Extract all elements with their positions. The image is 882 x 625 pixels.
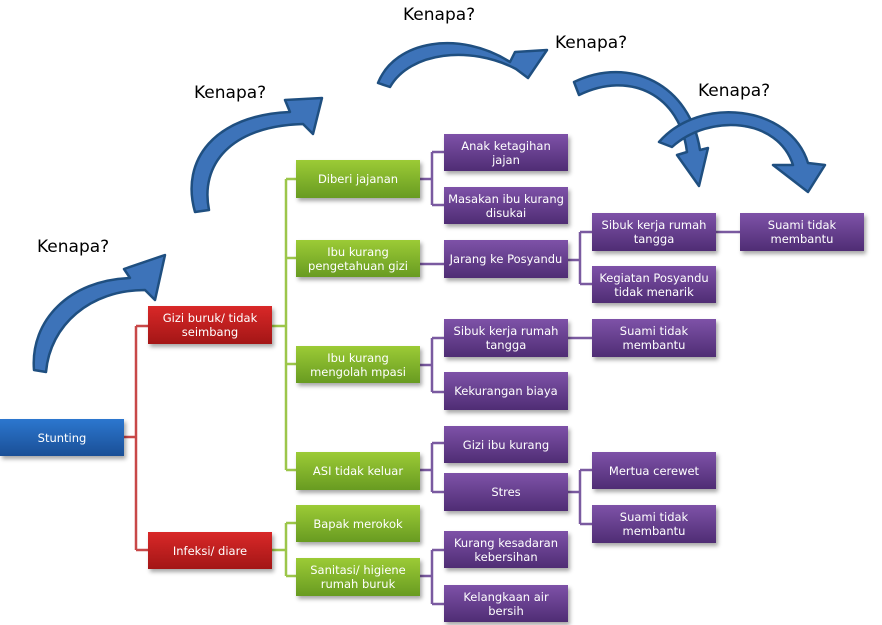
connector-root (124, 324, 148, 552)
node-jarang-posyandu[interactable]: Jarang ke Posyandu (444, 240, 568, 278)
node-sanitasi[interactable]: Sanitasi/ higiene rumah buruk (296, 558, 420, 596)
node-suami-tidak-membantu[interactable]: Suami tidak membantu (592, 505, 716, 543)
node-kurang-kesadaran[interactable]: Kurang kesadaran kebersihan (444, 531, 568, 568)
node-stres[interactable]: Stres (444, 473, 568, 511)
connector-mpasi (420, 336, 444, 394)
node-infeksi[interactable]: Infeksi/ diare (148, 532, 272, 569)
node-kekurangan-biaya[interactable]: Kekurangan biaya (444, 372, 568, 410)
node-mertua-cerewet[interactable]: Mertua cerewet (592, 452, 716, 489)
connector-jajanan (420, 150, 444, 207)
question-label: Kenapa? (194, 83, 267, 103)
node-masakan-ibu[interactable]: Masakan ibu kurang disukai (444, 187, 568, 224)
question-label: Kenapa? (37, 237, 110, 257)
curved-arrow-1 (32, 253, 167, 374)
connector-asi (420, 441, 444, 494)
node-ibu-pengetahuan[interactable]: Ibu kurang pengetahuan gizi (296, 240, 420, 277)
node-sibuk-kerja[interactable]: Sibuk kerja rumah tangga (444, 319, 568, 357)
node-stunting[interactable]: Stunting (0, 419, 124, 456)
node-ibu-mpasi[interactable]: Ibu kurang mengolah mpasi (296, 346, 420, 383)
connector-gizi-buruk (272, 177, 296, 472)
node-anak-ketagihan[interactable]: Anak ketagihan jajan (444, 134, 568, 171)
connector-posyandu (568, 230, 592, 286)
node-gizi-ibu[interactable]: Gizi ibu kurang (444, 426, 568, 463)
curved-arrow-2 (190, 96, 324, 214)
curved-arrow-3 (376, 42, 549, 89)
node-diberi-jajanan[interactable]: Diberi jajanan (296, 160, 420, 198)
curved-arrow-4 (572, 71, 710, 188)
question-label: Kenapa? (403, 5, 476, 25)
question-label: Kenapa? (555, 33, 628, 53)
node-asi[interactable]: ASI tidak keluar (296, 452, 420, 490)
node-kegiatan-posyandu[interactable]: Kegiatan Posyandu tidak menarik (592, 266, 716, 303)
node-suami-tidak-membantu[interactable]: Suami tidak membantu (592, 319, 716, 357)
connector-sanitasi (420, 548, 444, 606)
connector-infeksi (272, 521, 296, 578)
connector-stres (568, 468, 592, 526)
node-bapak-merokok[interactable]: Bapak merokok (296, 505, 420, 542)
node-suami-tidak-membantu[interactable]: Suami tidak membantu (740, 213, 864, 251)
node-gizi-buruk[interactable]: Gizi buruk/ tidak seimbang (148, 306, 272, 344)
curved-arrow-5 (657, 111, 827, 194)
question-label: Kenapa? (698, 81, 771, 101)
node-kelangkaan-air[interactable]: Kelangkaan air bersih (444, 585, 568, 622)
node-sibuk-kerja[interactable]: Sibuk kerja rumah tangga (592, 213, 716, 251)
